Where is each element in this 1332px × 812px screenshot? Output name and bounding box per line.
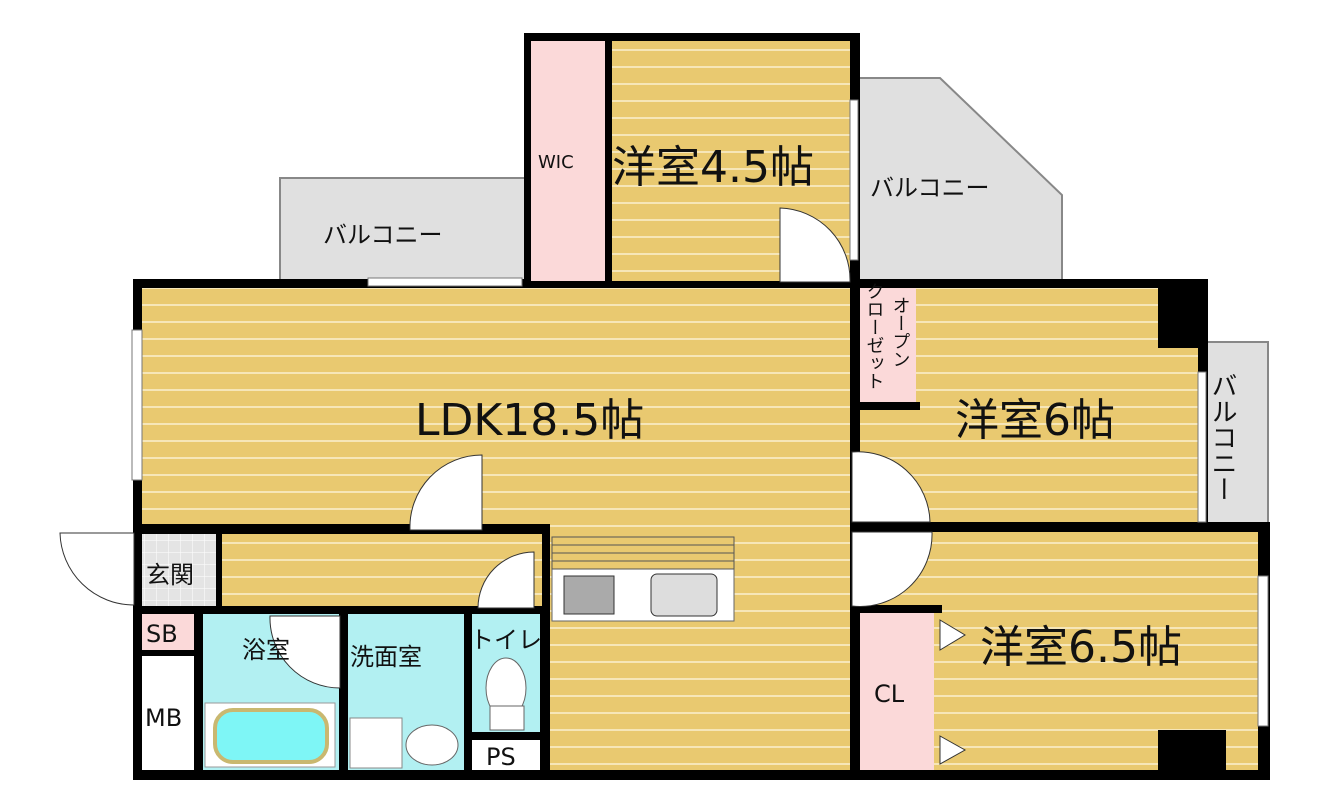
room-label-western-6: 洋室6帖 xyxy=(955,395,1115,446)
room-label-entrance: 玄関 xyxy=(146,561,194,589)
washing-machine xyxy=(349,717,403,769)
room-label-sb: SB xyxy=(146,620,178,648)
door-ldk xyxy=(409,454,483,531)
toilet-tank-icon xyxy=(489,705,525,731)
room-label-cl: CL xyxy=(874,680,905,708)
balcony-left-label: バルコニー xyxy=(323,221,443,249)
open-closet-label-1: オープン xyxy=(890,296,911,368)
door-toilet xyxy=(477,551,535,609)
room-6-column xyxy=(1158,288,1200,348)
room-label-ldk: LDK18.5帖 xyxy=(415,395,644,446)
room-label-western-45: 洋室4.5帖 xyxy=(612,142,814,193)
balcony-top-right-label: バルコニー xyxy=(870,174,990,202)
cl-floor xyxy=(860,613,934,770)
room-label-bath: 浴室 xyxy=(242,636,290,664)
cl-wall xyxy=(856,605,942,613)
bathtub-basin xyxy=(213,708,329,764)
mb-floor xyxy=(142,656,194,770)
stove-icon xyxy=(563,575,615,615)
room-label-toilet: トイレ xyxy=(470,626,542,654)
balcony-left xyxy=(279,177,526,283)
closet-door-top xyxy=(939,619,966,651)
room-65-column xyxy=(1158,730,1226,770)
room-label-ps: PS xyxy=(486,743,516,771)
room-label-wic: WIC xyxy=(538,152,574,173)
ldk-floor xyxy=(142,288,850,524)
wic-floor xyxy=(531,41,605,281)
window-room65 xyxy=(1257,575,1269,727)
door-room65 xyxy=(851,531,933,607)
balcony-side xyxy=(1204,341,1269,526)
window-room6 xyxy=(1197,371,1207,523)
open-closet-label-2: クローゼット xyxy=(864,282,885,390)
sb-floor xyxy=(142,614,194,650)
open-closet-floor xyxy=(860,288,916,406)
balcony-side-label: バルコニー xyxy=(1207,372,1237,502)
window-room45 xyxy=(849,99,859,261)
kitchen-shelf xyxy=(551,536,735,570)
window-ldk-left xyxy=(131,329,143,481)
window-ldk-top xyxy=(367,277,523,287)
open-closet-wall xyxy=(860,402,920,410)
room-label-mb: MB xyxy=(145,704,182,732)
door-room6 xyxy=(851,451,931,523)
sink-icon xyxy=(650,573,718,617)
wash-basin-icon xyxy=(405,724,459,766)
door-room45 xyxy=(779,207,851,283)
ps-floor xyxy=(472,740,540,770)
door-entrance xyxy=(59,532,135,606)
room-label-washroom: 洗面室 xyxy=(350,643,422,671)
entrance-floor xyxy=(142,534,216,606)
closet-door-bottom xyxy=(939,735,967,765)
door-bath xyxy=(269,615,341,689)
room-label-western-65: 洋室6.5帖 xyxy=(980,622,1182,673)
